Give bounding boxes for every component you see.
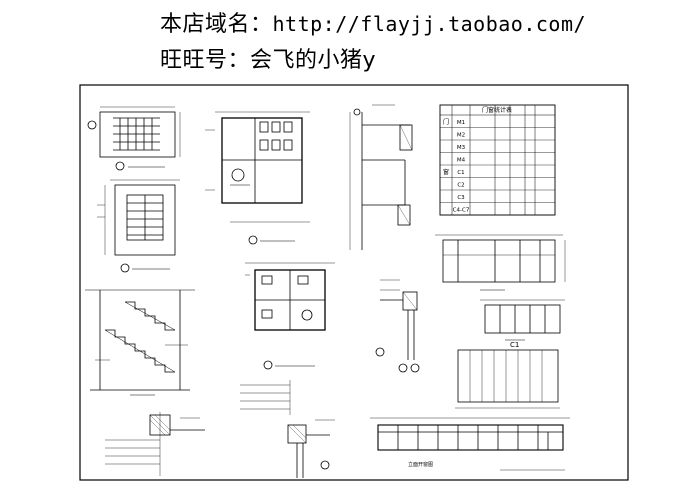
sheet-border <box>79 84 629 481</box>
door-elevation-m <box>435 234 566 291</box>
table-row-code: M3 <box>457 145 466 151</box>
wall-detail-bottom-left <box>105 412 205 476</box>
stair-plan-1 <box>87 106 181 171</box>
storefront-title: 立面开窗图 <box>408 461 433 468</box>
table-row-type: 门 <box>443 118 449 126</box>
table-row-code: M2 <box>457 133 465 139</box>
wangwang-label: 旺旺号： <box>160 48 251 73</box>
wall-detail-right <box>375 279 420 373</box>
schedule-title: 门窗统计表 <box>482 106 512 114</box>
wall-detail-middle <box>240 380 335 478</box>
table-row-code: C2 <box>457 183 464 189</box>
stair-section <box>85 289 195 396</box>
shop-domain-label: 本店域名： <box>160 12 273 37</box>
toilet-plan-1 <box>205 111 310 245</box>
stair-plan-2 <box>97 179 180 273</box>
storefront-elevation <box>370 417 570 471</box>
shop-domain-line: 本店域名：http://flayjj.taobao.com/ <box>160 6 586 38</box>
window-elevation-c2 <box>455 349 560 409</box>
table-row-code: C3 <box>457 195 465 201</box>
table-row-code: M1 <box>457 120 465 126</box>
building-section <box>349 104 413 250</box>
c1-label: C1 <box>510 341 519 349</box>
window-elevation-c1 <box>480 299 565 341</box>
table-row-code: M4 <box>457 158 466 164</box>
table-row-type: 窗 <box>443 168 449 176</box>
toilet-plan-2 <box>245 262 335 370</box>
shop-url[interactable]: http://flayjj.taobao.com/ <box>272 12 587 36</box>
table-row-code: C1 <box>457 170 464 176</box>
wangwang-line: 旺旺号：会飞的小猪y <box>160 42 376 74</box>
wangwang-id: 会飞的小猪y <box>250 48 377 73</box>
table-row-code: C4-C7 <box>453 208 470 214</box>
